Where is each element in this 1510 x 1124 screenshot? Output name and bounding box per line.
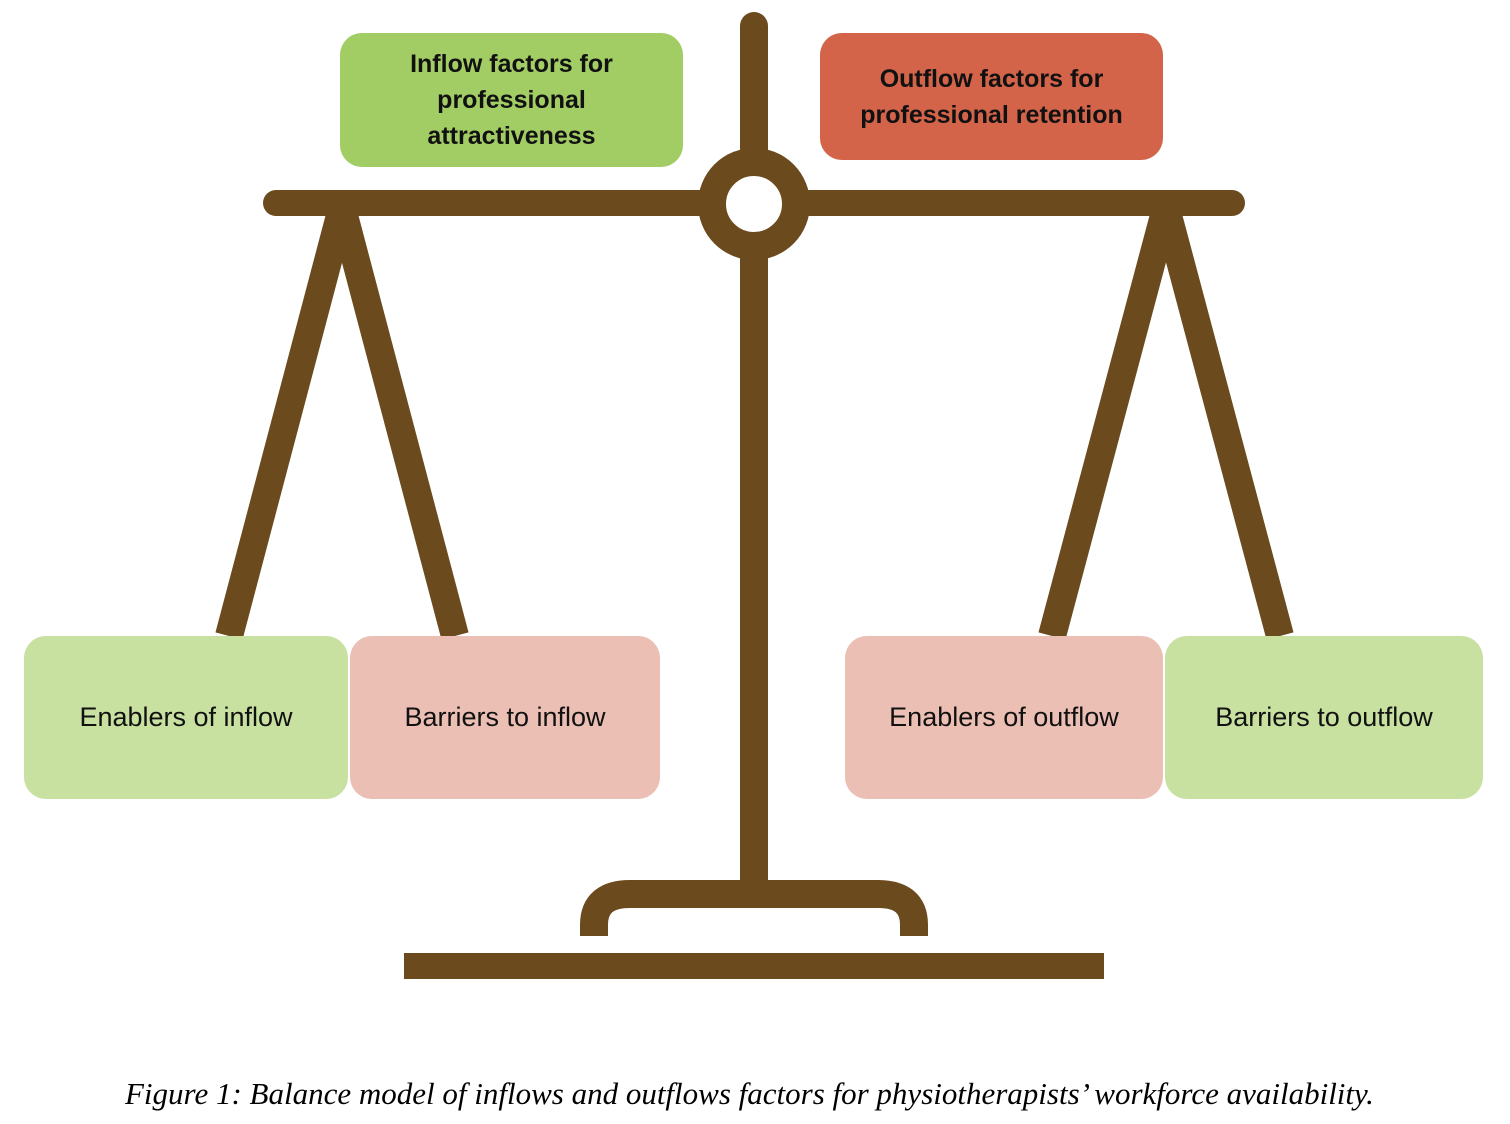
inflow-header-box: Inflow factors for professional attracti… [340,33,683,167]
pan-enablers-of-inflow: Enablers of inflow [24,636,348,799]
outflow-header-text: Outflow factors for professional retenti… [860,64,1123,129]
inflow-header-text: Inflow factors for professional attracti… [410,50,613,150]
pan-barriers-to-outflow: Barriers to outflow [1165,636,1483,799]
right-string-outer [1152,204,1294,640]
pan-label: Barriers to outflow [1215,702,1433,732]
pan-enablers-of-outflow: Enablers of outflow [845,636,1163,799]
pan-label: Enablers of outflow [889,702,1119,732]
pan-label: Enablers of inflow [79,702,293,732]
figure-caption: Figure 1: Balance model of inflows and o… [125,1076,1374,1111]
scale-foot-bracket [580,880,928,936]
pivot-ring [698,148,810,260]
left-string-outer [215,204,356,640]
outflow-header-box: Outflow factors for professional retenti… [820,33,1163,160]
pan-barriers-to-inflow: Barriers to inflow [350,636,660,799]
scale-base [404,953,1104,979]
pan-label: Barriers to inflow [404,702,606,732]
left-string-inner [328,204,469,640]
right-string-inner [1038,204,1180,640]
